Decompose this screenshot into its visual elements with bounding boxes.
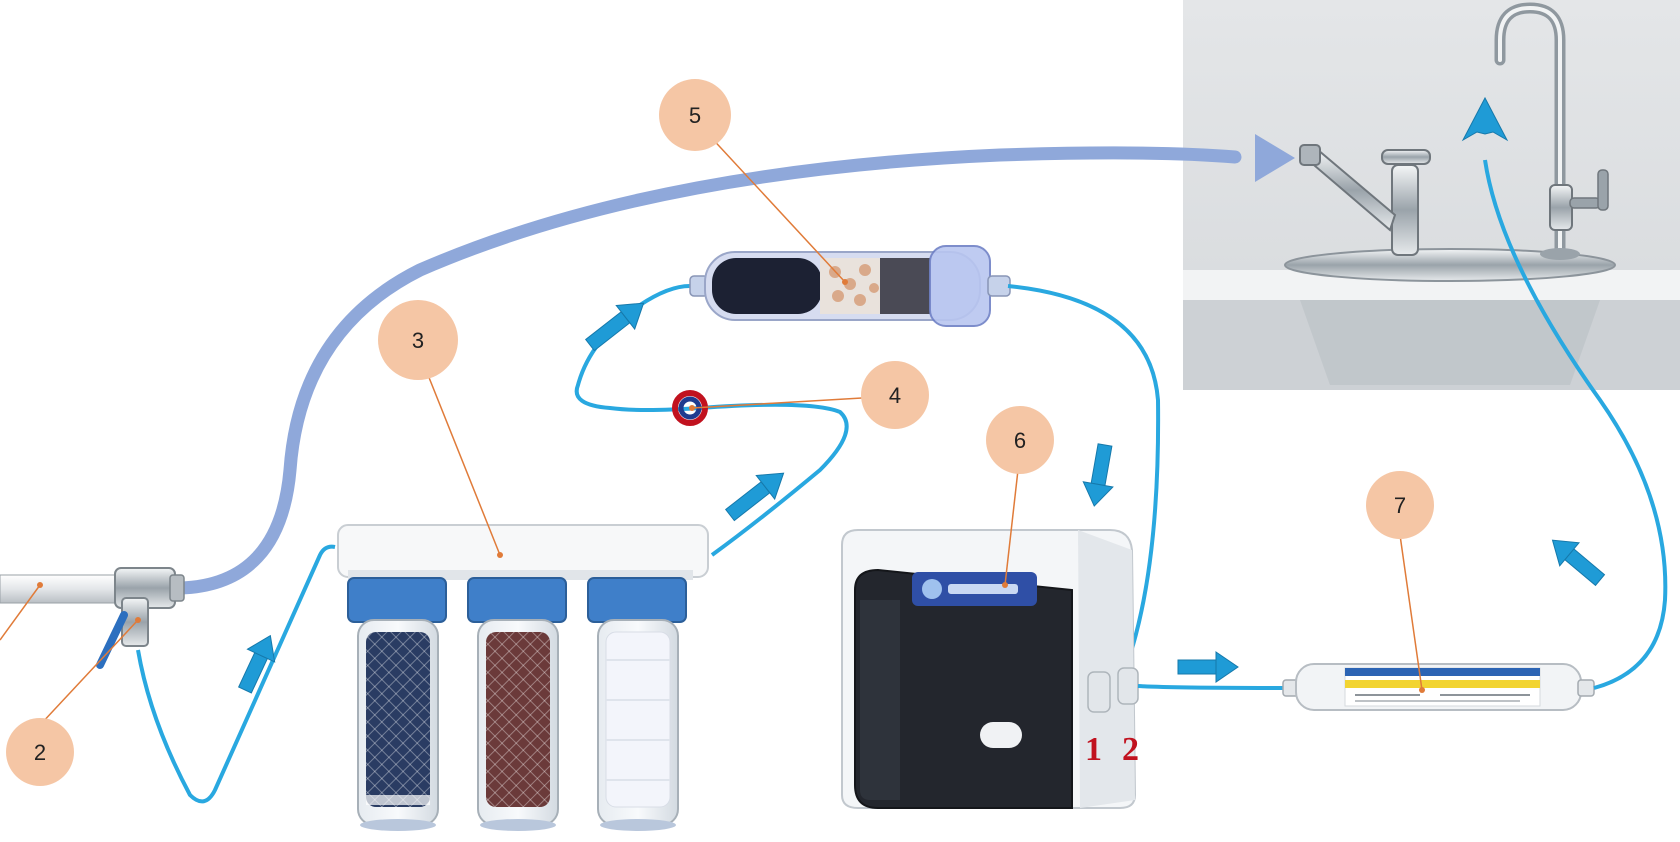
flow-arrow-3	[724, 472, 785, 522]
prefilter-cartridge-sediment	[587, 577, 687, 826]
badge-5: 5	[659, 79, 731, 151]
water-supply-pipe	[0, 567, 185, 669]
flow-arrow-5	[1177, 651, 1239, 683]
badge-3: 3	[378, 300, 458, 380]
prefilter-cartridge-carbon	[347, 577, 447, 826]
flow-arrows	[237, 96, 1606, 694]
tap-arrow-head	[1461, 96, 1509, 142]
inline-post-filter	[1282, 663, 1595, 711]
drinking-water-tap	[1494, 2, 1609, 260]
leader-line-2	[39, 619, 139, 726]
three-stage-prefilter	[337, 524, 709, 831]
flow-arrow-2	[584, 302, 645, 352]
leader-line-3	[417, 349, 501, 556]
badge-4-label: 4	[889, 383, 901, 408]
prefilter-cartridge-iron	[467, 577, 567, 826]
leader-line-4	[691, 397, 863, 409]
tee-adapter	[121, 597, 149, 647]
water-purifier-unit	[841, 529, 1139, 809]
flow-arrow-6	[1551, 539, 1606, 587]
leader-line-5	[694, 119, 846, 283]
badge-7: 7	[1366, 471, 1434, 539]
purifier-inlet-port	[1087, 671, 1111, 713]
tube-postfilter-to-tap	[1483, 159, 1668, 690]
badge-7-label: 7	[1394, 493, 1406, 518]
main-supply-hose	[173, 146, 1242, 595]
flow-arrow-1	[237, 634, 276, 694]
badge-2: 2	[6, 718, 74, 786]
mixer-faucet	[1299, 144, 1431, 256]
leader-dots	[37, 279, 1425, 693]
badge-3-label: 3	[412, 328, 424, 353]
leader-line-6	[1004, 469, 1019, 586]
sink-basin	[1284, 248, 1616, 282]
sink-bowl-underside	[1300, 300, 1600, 385]
hose-arrow-head	[1255, 134, 1295, 182]
badge-6-label: 6	[1014, 428, 1026, 453]
badge-2-label: 2	[34, 740, 46, 765]
prefilter-bracket	[337, 524, 709, 578]
flow-arrow-4	[1082, 443, 1114, 507]
kitchen-sink-scene	[1183, 0, 1680, 390]
inline-mineral-filter	[689, 245, 1011, 327]
leader-line-7	[1399, 534, 1423, 691]
port-label-2: 2	[1122, 731, 1139, 768]
badge-4: 4	[861, 361, 929, 429]
tube-purifier-to-postfilter	[1137, 684, 1291, 690]
leader-lines	[0, 119, 1423, 726]
badge-6: 6	[986, 406, 1054, 474]
port-label-1: 1	[1085, 731, 1102, 768]
tube-to-prefilter	[136, 544, 336, 804]
purifier-outlet-port	[1117, 667, 1139, 705]
badge-5-label: 5	[689, 103, 701, 128]
